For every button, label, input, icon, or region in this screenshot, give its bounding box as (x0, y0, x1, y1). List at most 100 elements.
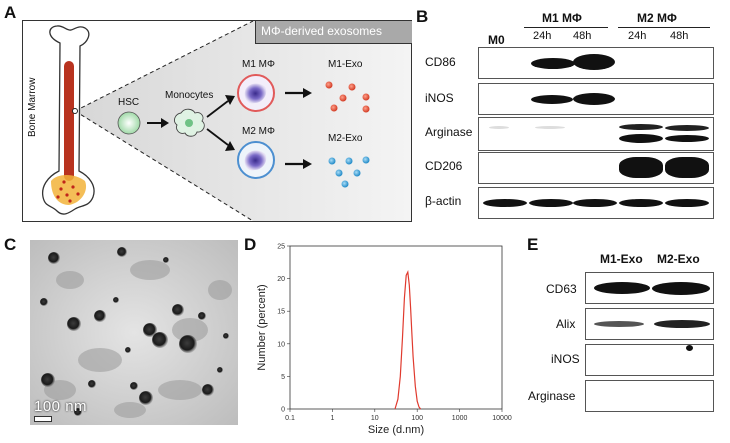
band (535, 126, 565, 129)
m2-nucleus (244, 150, 267, 171)
band (529, 199, 573, 207)
band (594, 282, 650, 294)
band (665, 135, 709, 142)
arrow-to-m2 (206, 128, 229, 146)
y-tick-label: 25 (277, 244, 285, 251)
blot-arginase (478, 117, 714, 151)
band (652, 282, 710, 295)
y-tick-label: 5 (281, 374, 285, 381)
panel-label-b: B (416, 7, 429, 26)
time-m2-24h: 24h (628, 30, 647, 42)
x-tick-label: 1000 (452, 415, 468, 422)
panel-a-drawing (41, 21, 411, 221)
arrow-to-m1 (206, 100, 229, 118)
y-tick-label: 0 (281, 407, 285, 414)
panel-label-d: D (244, 235, 257, 254)
m1-exo-label: M1-Exo (328, 59, 363, 70)
arrowhead-to-m1 (225, 95, 235, 105)
band (483, 199, 527, 207)
arrowhead-to-m2 (225, 141, 235, 151)
scale-bar (34, 416, 52, 422)
group-m2-label: M2 MΦ (637, 11, 677, 25)
blot-beta-actin (478, 187, 714, 219)
panel-label-c: C (4, 235, 17, 254)
series-line (394, 270, 422, 410)
band (573, 199, 617, 207)
m1-nucleus (244, 83, 267, 104)
zoom-line-top (74, 21, 254, 112)
blot-label-cd63: CD63 (546, 282, 577, 296)
panel-label-e: E (527, 235, 539, 254)
time-m1-48h: 48h (573, 30, 592, 42)
group-m1-underline (524, 27, 608, 28)
y-tick-label: 20 (277, 276, 285, 283)
panel-a-frame: MΦ-derived exosomes Bone Marrow HSC Mono… (22, 20, 412, 222)
blot-cd86 (478, 47, 714, 79)
m2-label: M2 MΦ (242, 126, 275, 137)
blot-label-arginase-e: Arginase (528, 389, 576, 403)
blot-cd63 (585, 272, 714, 304)
zoom-region (75, 21, 411, 221)
exosome-header-text: MΦ-derived exosomes (261, 24, 382, 38)
m1-exosomes (325, 81, 370, 113)
blot-arginase-e (585, 380, 714, 412)
group-m1-label: M1 MΦ (542, 11, 582, 25)
blot-cd206 (478, 152, 714, 184)
band (686, 345, 693, 351)
band (619, 157, 663, 178)
band (489, 126, 509, 129)
blot-inos (478, 83, 714, 115)
x-tick-label: 10000 (492, 415, 512, 422)
blot-label-beta-actin: β-actin (425, 194, 462, 208)
x-axis-label: Size (d.nm) (368, 424, 424, 436)
m2-exo-label: M2-Exo (328, 133, 363, 144)
band (654, 320, 710, 328)
bone-marrow-label: Bone Marrow (27, 77, 38, 137)
panel-label-a: A (4, 3, 17, 22)
group-m2-underline (618, 27, 710, 28)
hsc-label: HSC (118, 97, 140, 108)
blot-inos-e (585, 344, 714, 376)
x-tick-label: 10 (371, 415, 379, 422)
arrowhead-m2-exo (303, 159, 312, 169)
arrowhead-m1-exo (303, 88, 312, 98)
col-m1-exo-label: M1-Exo (600, 252, 643, 266)
col-m0-label: M0 (488, 33, 505, 47)
blot-alix (585, 308, 714, 340)
blot-label-cd86: CD86 (425, 55, 456, 69)
hsc-cell (117, 111, 141, 135)
blot-label-cd206: CD206 (425, 159, 463, 173)
band (665, 125, 709, 131)
y-tick-label: 15 (277, 309, 285, 316)
time-m2-48h: 48h (670, 30, 689, 42)
monocytes-label: Monocytes (165, 90, 214, 101)
band (573, 54, 615, 70)
band (594, 321, 644, 327)
x-tick-label: 100 (411, 415, 423, 422)
exosome-header-box (255, 21, 412, 44)
band (619, 199, 663, 207)
m2-exosomes (328, 156, 370, 188)
arrowhead-hsc-monocytes (161, 118, 169, 128)
band (531, 95, 573, 104)
tem-micrograph: 100 nm (30, 240, 238, 425)
y-tick-label: 10 (277, 341, 285, 348)
band (665, 199, 709, 207)
band (531, 58, 575, 69)
band (619, 134, 663, 143)
bone-illustration (41, 25, 95, 215)
blot-label-arginase: Arginase (425, 125, 473, 139)
monocyte-nucleus (185, 119, 193, 127)
scale-text: 100 nm (34, 398, 88, 415)
y-axis-label: Number (percent) (256, 284, 268, 370)
band (665, 157, 709, 178)
x-tick-label: 0.1 (285, 415, 295, 422)
blot-label-inos: iNOS (425, 91, 454, 105)
m1-label: M1 MΦ (242, 59, 275, 70)
col-m2-exo-label: M2-Exo (657, 252, 700, 266)
blot-label-alix: Alix (556, 317, 576, 331)
time-m1-24h: 24h (533, 30, 552, 42)
blot-label-inos-e: iNOS (551, 352, 580, 366)
